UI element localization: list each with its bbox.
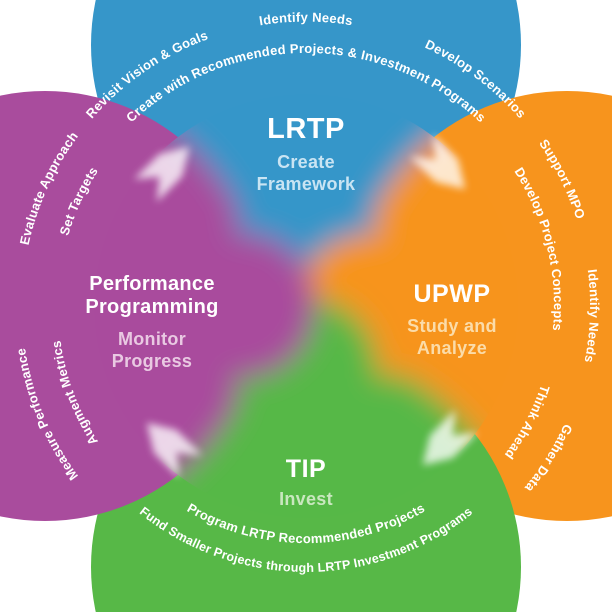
lrtp-subtitle-line1: Create — [277, 152, 335, 172]
performance-subtitle-line2: Progress — [112, 351, 192, 371]
upwp-title: UPWP — [414, 280, 491, 308]
tip-subtitle: Invest — [279, 489, 333, 509]
lrtp-title: LRTP — [267, 113, 345, 145]
performance-blend-shape — [94, 94, 260, 518]
performance-title-line2: Programming — [85, 296, 218, 318]
lrtp-subtitle-line2: Framework — [257, 174, 356, 194]
center-fill-left — [171, 234, 315, 378]
section-titles: LRTP Create Framework UPWP Study and Ana… — [85, 113, 497, 509]
upwp-subtitle-line2: Analyze — [417, 338, 487, 358]
tip-blend-shape — [94, 352, 518, 518]
performance-title-line1: Performance — [89, 273, 215, 295]
lrtp-blend-shape — [94, 94, 518, 260]
upwp-subtitle-line1: Study and — [407, 316, 497, 336]
performance-subtitle-line1: Monitor — [118, 329, 186, 349]
tip-title: TIP — [286, 455, 326, 483]
upwp-blend-shape — [352, 94, 518, 518]
